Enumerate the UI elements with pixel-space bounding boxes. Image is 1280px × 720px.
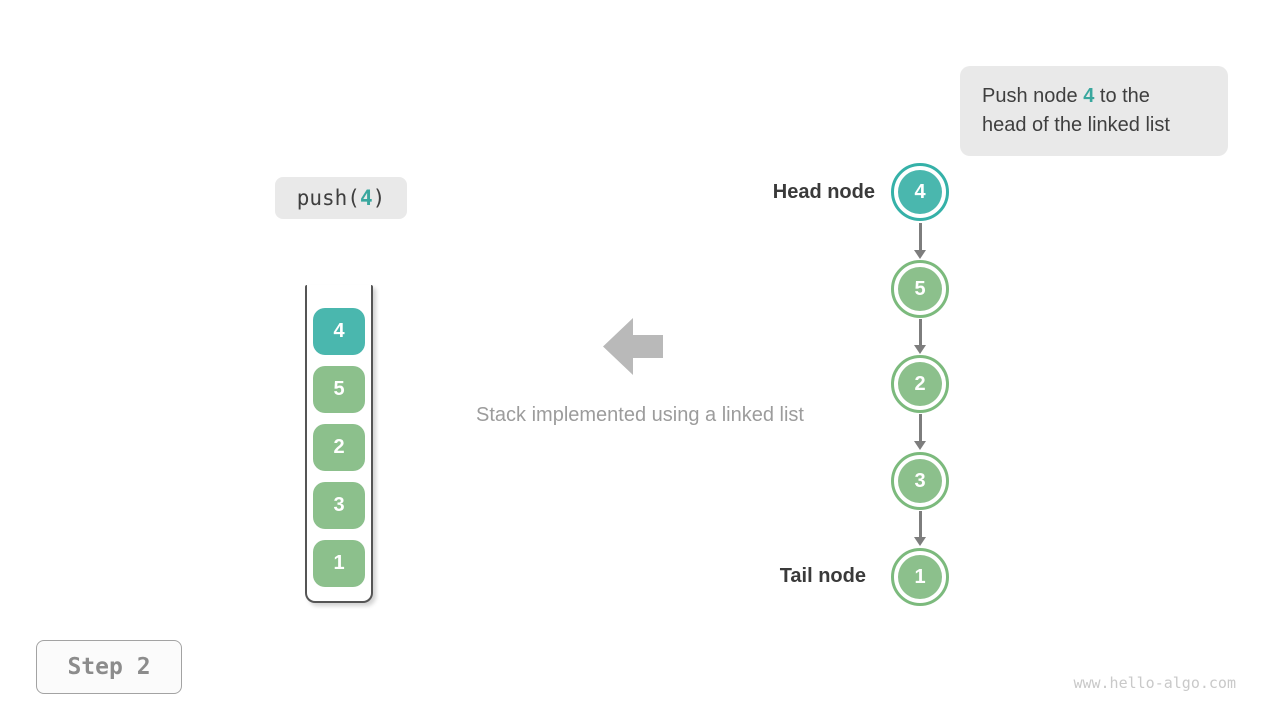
operation-value: 4 (359, 186, 373, 210)
callout-line-2: head of the linked list (982, 114, 1170, 136)
connector-arrowhead (914, 441, 926, 450)
list-node: 2 (891, 355, 949, 413)
node-connector-arrow-icon (908, 414, 932, 450)
callout-highlight-value: 4 (1083, 85, 1095, 107)
node-value: 2 (898, 362, 942, 406)
tail-node-label: Tail node (779, 565, 866, 587)
connector-line (918, 319, 922, 345)
list-node: 5 (891, 260, 949, 318)
connector-line (918, 414, 922, 441)
operation-label: push(4) (275, 177, 407, 219)
stack-item: 5 (313, 366, 365, 413)
step-label: Step 2 (67, 654, 151, 680)
head-node-label: Head node (772, 181, 875, 203)
node-connector-arrow-icon (908, 223, 932, 259)
connector-arrowhead (914, 345, 926, 354)
node-connector-arrow-icon (908, 511, 932, 546)
callout-text-pre: Push node (982, 85, 1084, 107)
stack-item: 3 (313, 482, 365, 529)
node-connector-arrow-icon (908, 319, 932, 354)
connector-arrowhead (914, 537, 926, 546)
stack-container: 4 5 2 3 1 (305, 285, 373, 603)
left-block-arrow-icon (603, 318, 663, 375)
step-badge: Step 2 (36, 640, 182, 694)
list-node: 4 (891, 163, 949, 221)
node-value: 1 (898, 555, 942, 599)
connector-arrowhead (914, 250, 926, 259)
connector-line (918, 223, 922, 250)
stack-item: 1 (313, 540, 365, 587)
connector-line (918, 511, 922, 537)
node-value: 4 (898, 170, 942, 214)
stack-item: 4 (313, 308, 365, 355)
site-watermark: www.hello-algo.com (1073, 674, 1236, 692)
instruction-callout: Push node 4 to the head of the linked li… (960, 66, 1228, 156)
list-node: 3 (891, 452, 949, 510)
node-value: 5 (898, 267, 942, 311)
node-value: 3 (898, 459, 942, 503)
list-node: 1 (891, 548, 949, 606)
callout-text-post: to the (1094, 85, 1150, 107)
stack-caption: Stack implemented using a linked list (476, 404, 804, 426)
operation-post: ) (372, 186, 386, 210)
stack-item: 2 (313, 424, 365, 471)
operation-pre: push( (296, 186, 360, 210)
callout-line-1: Push node 4 to the (982, 82, 1228, 111)
